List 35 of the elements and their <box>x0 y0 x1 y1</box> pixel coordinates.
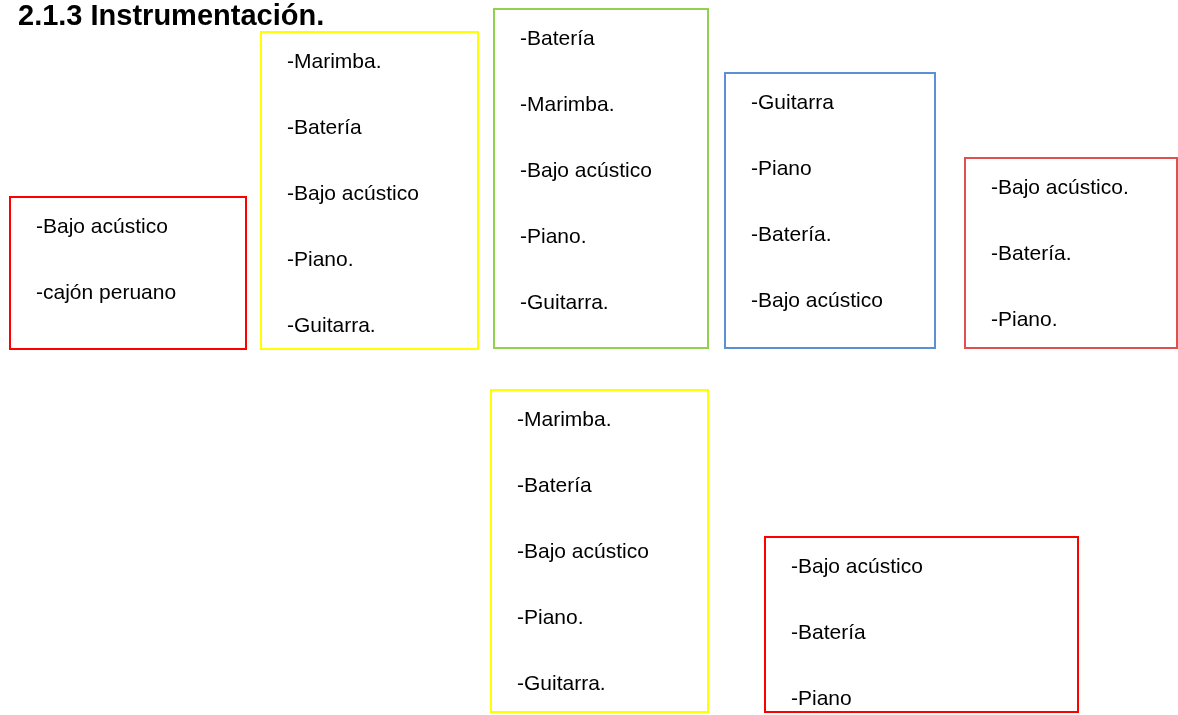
list-item: -Piano. <box>517 604 584 630</box>
list-item: -Bajo acústico <box>287 180 419 206</box>
list-item: -Guitarra. <box>520 289 609 315</box>
heading: 2.1.3 Instrumentación. <box>18 0 325 31</box>
list-item: -Batería <box>791 619 866 645</box>
list-item: -cajón peruano <box>36 279 177 305</box>
list-item: -Batería <box>517 472 592 498</box>
list-item: -Piano. <box>520 223 587 249</box>
list-item: -Piano. <box>287 246 354 272</box>
list-item: -Guitarra. <box>287 312 376 338</box>
list-item: -Bajo acústico <box>36 213 168 239</box>
list-item: -Bajo acústico <box>520 157 652 183</box>
list-box <box>9 196 247 350</box>
list-item: -Piano <box>751 155 812 181</box>
list-item: -Bajo acústico <box>751 287 883 313</box>
list-item: -Piano <box>791 685 852 711</box>
list-box <box>493 8 709 349</box>
list-item: -Batería <box>520 25 595 51</box>
list-item: -Marimba. <box>517 406 612 432</box>
list-item: -Batería. <box>991 240 1072 266</box>
list-item: -Batería <box>287 114 362 140</box>
list-item: -Marimba. <box>287 48 382 74</box>
list-box <box>724 72 936 349</box>
list-item: -Bajo acústico <box>517 538 649 564</box>
list-item: -Marimba. <box>520 91 615 117</box>
list-box <box>764 536 1079 713</box>
list-item: -Batería. <box>751 221 832 247</box>
list-box <box>260 31 479 350</box>
list-box <box>490 389 709 713</box>
list-item: -Bajo acústico <box>791 553 923 579</box>
list-item: -Guitarra. <box>517 670 606 696</box>
list-item: -Guitarra <box>751 89 834 115</box>
list-item: -Bajo acústico. <box>991 174 1129 200</box>
list-box <box>964 157 1178 349</box>
list-item: -Piano. <box>991 306 1058 332</box>
